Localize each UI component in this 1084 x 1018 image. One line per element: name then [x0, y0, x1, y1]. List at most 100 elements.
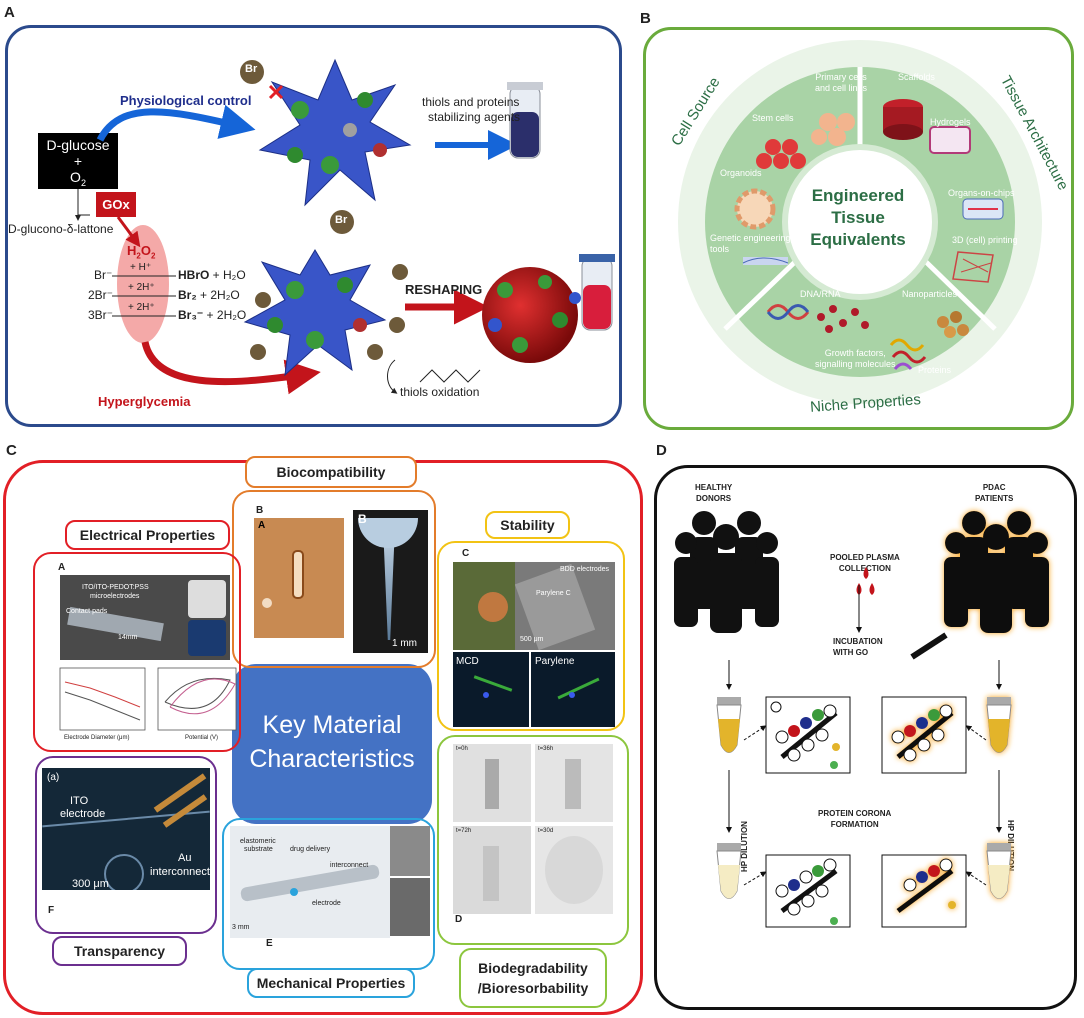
genetic-tools-label: Genetic engineering tools — [710, 233, 791, 254]
interconnects-label: interconnects — [150, 866, 216, 878]
biodegradability-box — [437, 735, 629, 945]
ito-label-2: microelectrodes — [90, 593, 140, 600]
star-nanoparticle-bottom — [243, 249, 387, 377]
microcracked-gold-image — [390, 826, 430, 876]
stability-box — [437, 541, 625, 731]
transparency-sub-f: F — [48, 905, 55, 916]
primary-cells-icon — [811, 113, 855, 146]
tissue-histology-image — [254, 518, 344, 638]
organ-chip-icon — [962, 198, 1004, 220]
biodeg-t0 — [453, 744, 531, 822]
vial-blue — [507, 82, 543, 159]
t72-label: t=72h — [456, 828, 472, 834]
reaction-1-over: + H⁺ — [130, 262, 152, 273]
br-label-bottom: Br — [335, 214, 348, 226]
potential-axis: Potential (V) — [185, 735, 219, 741]
healthy-donors-icon — [674, 511, 779, 633]
stabilizing-line-1: thiols and proteins — [422, 95, 520, 109]
br-top — [240, 60, 264, 84]
ito-electrode-label-2: electrode — [60, 808, 106, 820]
parylene-label: Parylene — [535, 656, 575, 667]
bdd-electrodes-label: BDD electrodes — [560, 566, 610, 573]
biodeg-t30d — [535, 826, 613, 914]
stability-sub-c: C — [462, 548, 470, 559]
panel-a-graphics — [75, 58, 615, 395]
dna-rna-label: DNA/RNA — [800, 289, 841, 299]
vial-red — [579, 254, 615, 331]
growth-factors-label: Growth factors, signalling molecules — [815, 348, 896, 369]
pdac-patients-icon — [944, 511, 1049, 633]
panel-a-frame — [5, 25, 622, 427]
hydrogel-icon — [929, 126, 971, 154]
hydrogels-label: Hydrogels — [930, 117, 971, 127]
reaction-3-right: Br₃⁻ + 2H₂O — [178, 308, 247, 322]
panel-b-letter: B — [640, 10, 651, 27]
drug-delivery-label: drug delivery — [290, 846, 331, 853]
stretchable-device-photo — [230, 826, 390, 938]
tube-healthy-bottom — [716, 843, 742, 899]
parylene-fluorescence — [531, 652, 615, 727]
tube-healthy-top — [716, 697, 742, 753]
t0-label: t=0h — [456, 746, 468, 752]
star-nanoparticle-top — [258, 58, 412, 207]
thiols-molecule — [419, 369, 481, 383]
growth-factors-icon — [817, 305, 869, 333]
nanoparticles-icon — [937, 311, 969, 338]
glucose-connector — [77, 189, 90, 216]
stem-cells-label: Stem cells — [752, 113, 794, 123]
scaffolds-label: Scaffolds — [898, 72, 935, 82]
printing-label: 3D (cell) printing — [952, 235, 1018, 245]
scale-3mm: 3 mm — [232, 924, 250, 931]
physiological-control-label: Physiological control — [120, 93, 252, 108]
panel-d-letter: D — [656, 442, 667, 459]
microelectrode-photo — [60, 575, 230, 660]
reaction-2-over: + 2H⁺ — [128, 282, 155, 293]
blood-drops-icon — [856, 567, 875, 595]
dna-icon — [766, 304, 810, 320]
nanoparticles-label: Nanoparticles — [902, 289, 958, 299]
organoid-icon — [734, 188, 776, 230]
stabilizing-line-2: stabilizing agents — [428, 110, 521, 124]
panel-c-letter: C — [6, 442, 17, 459]
t30d-label: t=30d — [538, 828, 554, 834]
center-circle — [782, 144, 938, 300]
scale-500um: 500 μm — [520, 636, 544, 643]
biodeg-sub-d: D — [455, 914, 463, 925]
hyperglycemia-arrow — [141, 341, 321, 395]
d-glucose-plus: + — [73, 153, 83, 169]
proteins-icon — [889, 338, 927, 370]
panel-b-frame — [643, 27, 1074, 430]
electrical-plots — [59, 667, 237, 731]
tube-pdac-bottom — [986, 843, 1012, 899]
mechanical-properties-label: Mechanical Properties — [247, 968, 415, 998]
scale-14mm: 14mm — [118, 634, 138, 641]
electrode-label: electrode — [312, 900, 341, 907]
au-label: Au — [178, 852, 192, 864]
go-complex-pdac-top — [891, 704, 954, 762]
electrical-properties-label: Electrical Properties — [65, 520, 230, 550]
glucono-lactone-label: D-glucono-δ-lattone — [8, 222, 114, 236]
go-complex-healthy-top — [770, 701, 840, 769]
mcd-label: MCD — [456, 656, 479, 667]
tube-pdac-top — [986, 697, 1012, 753]
scale-1mm: 1 mm — [392, 638, 417, 649]
panel-d-graphics — [674, 511, 1049, 928]
printing-icon — [952, 251, 994, 283]
thiols-oxidation-label: thiols oxidation — [400, 385, 480, 399]
d-glucose-label: D-glucose — [46, 137, 110, 153]
stem-cells-icon — [756, 139, 806, 169]
parylene-c-label: Parylene C — [536, 590, 571, 597]
ito-electrode-label-1: ITO — [70, 795, 89, 807]
ito-electrode-photo — [42, 768, 210, 890]
reaction-3-over: + 2H⁺ — [128, 302, 155, 313]
t36-label: t=36h — [538, 746, 554, 752]
gox-box: GOx — [96, 192, 136, 217]
scaffold-icon — [883, 99, 923, 140]
bio-sub-a-small: A — [258, 520, 266, 531]
implant-photo — [453, 562, 515, 650]
scale-300um: 300 μm — [72, 878, 109, 890]
